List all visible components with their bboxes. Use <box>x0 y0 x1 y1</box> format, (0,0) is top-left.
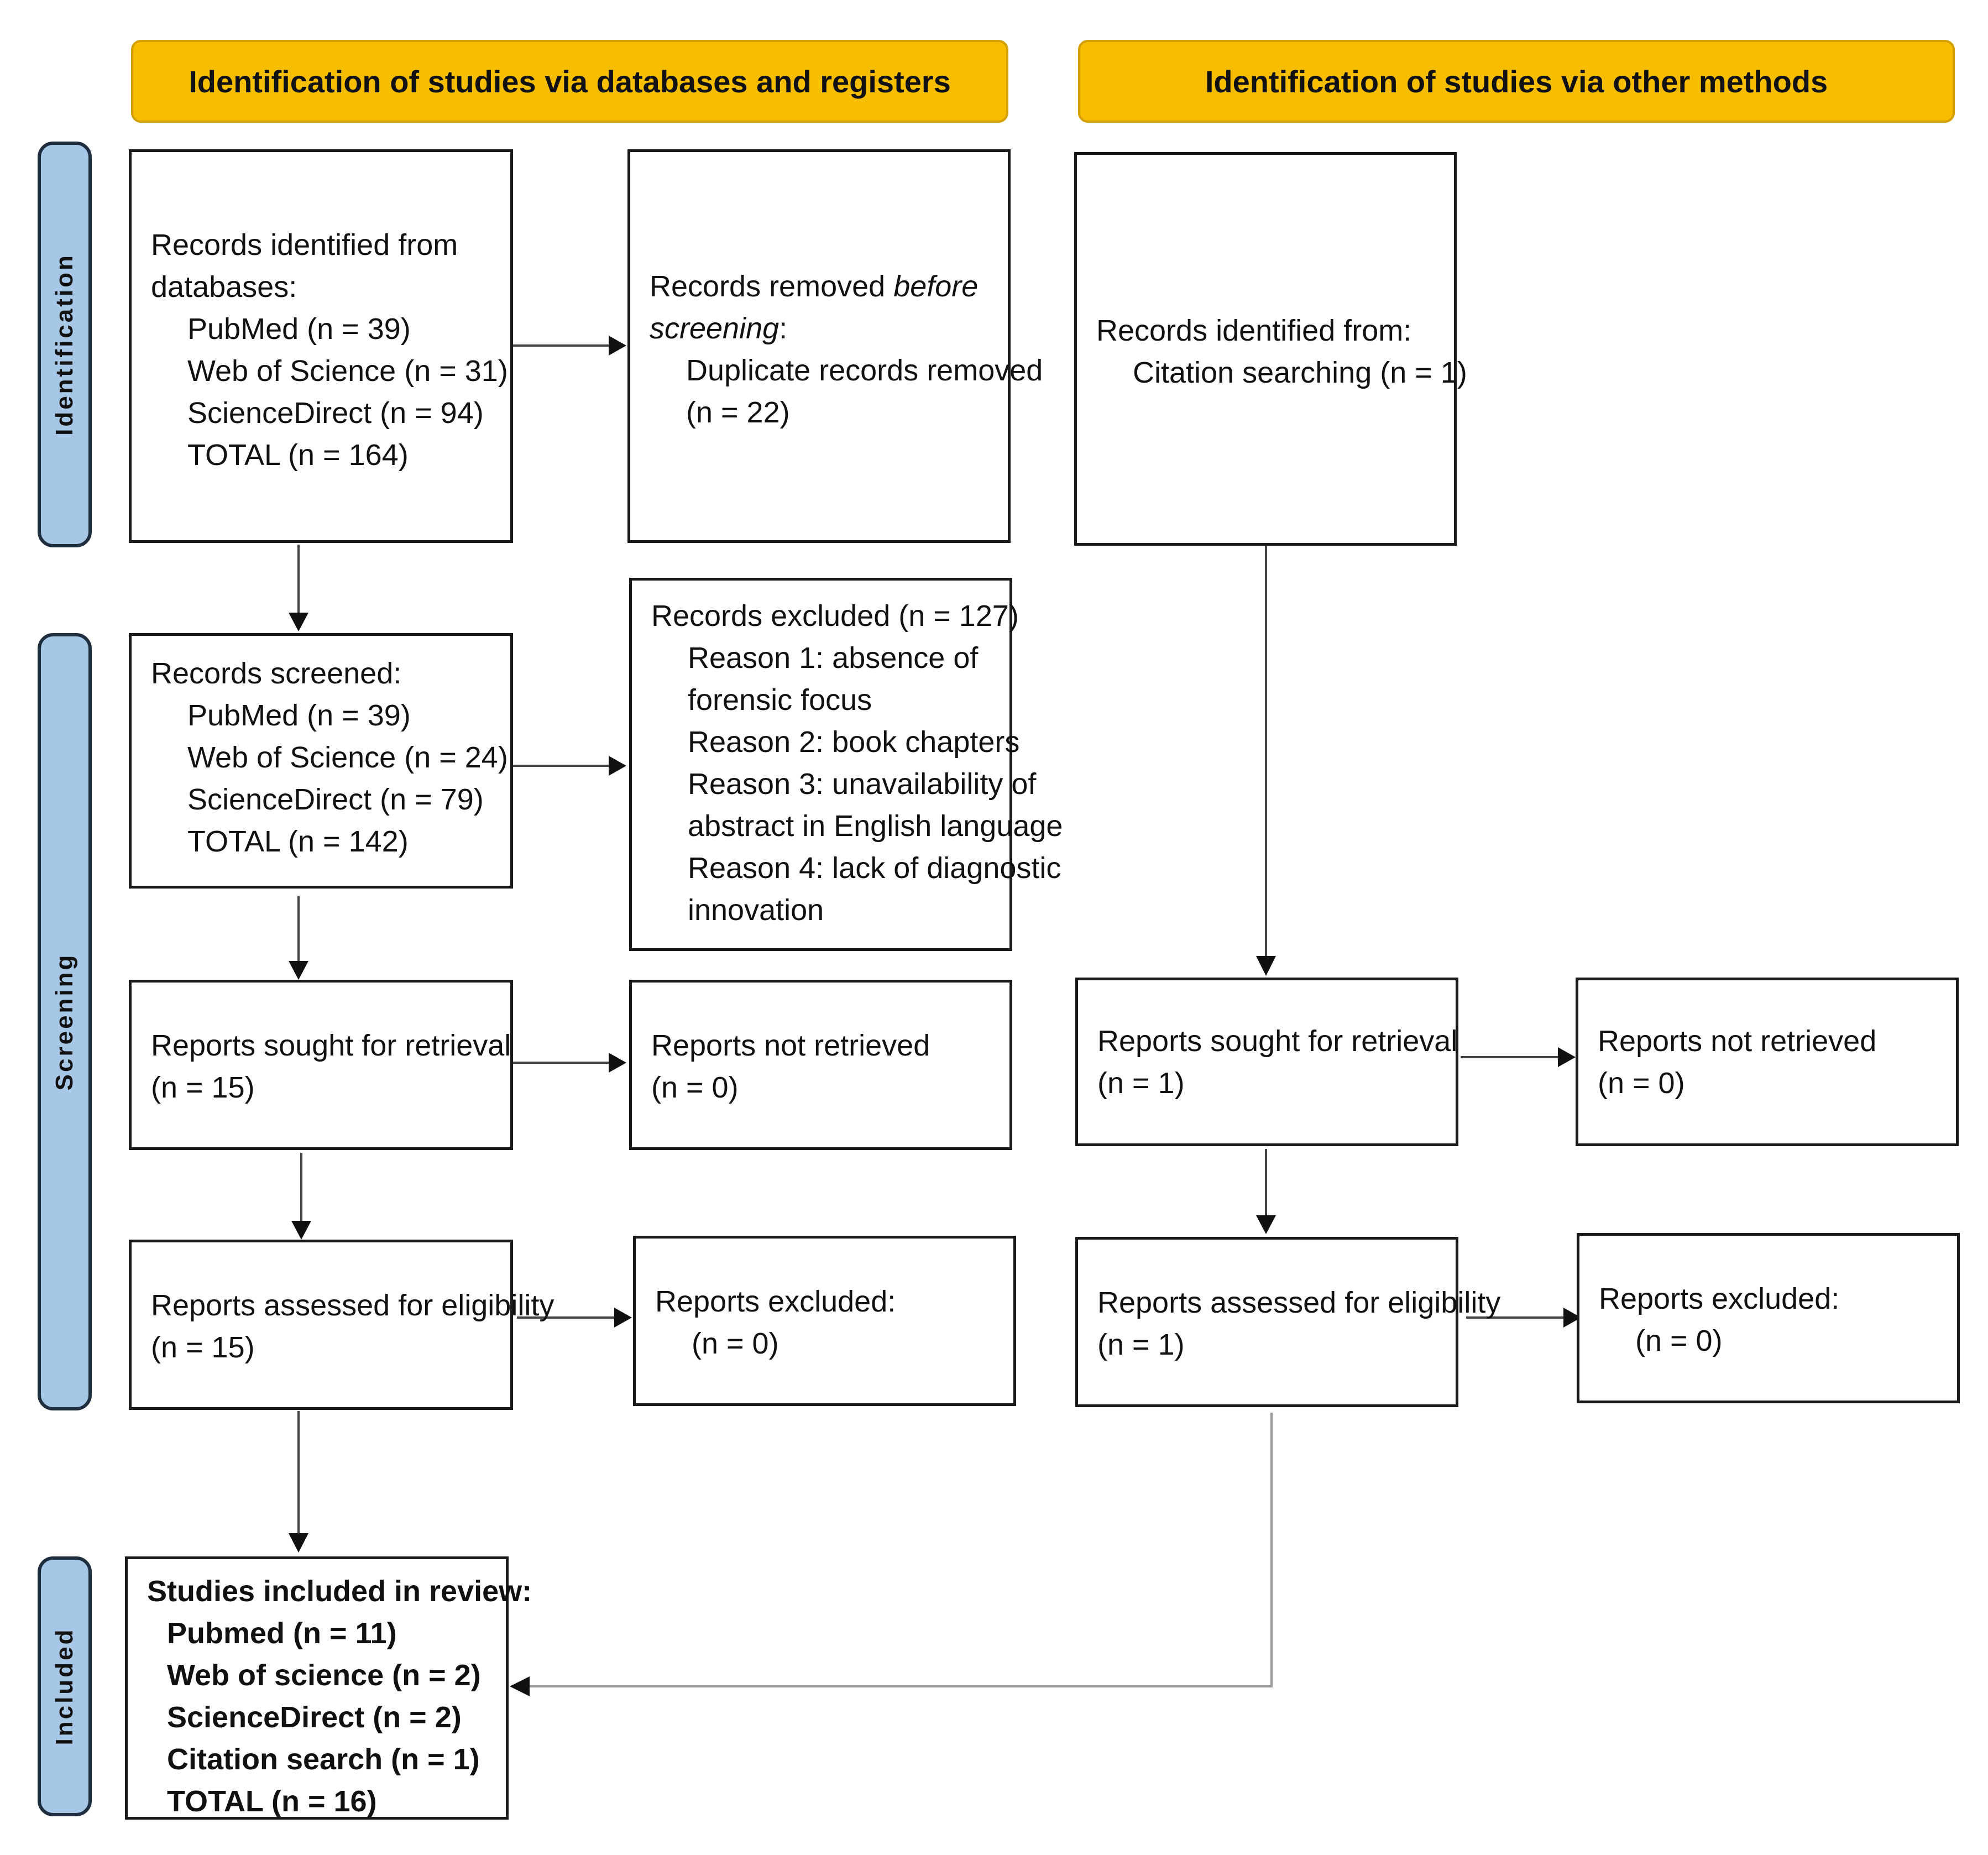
arrowhead-not-retrieved <box>609 1053 626 1073</box>
excluded-reason1-line2: forensic focus <box>688 683 872 717</box>
screened-item-wos: Web of Science (n = 24) <box>187 741 508 774</box>
sought-title: Reports sought for retrieval <box>151 1029 511 1062</box>
arrowhead-included <box>289 1533 308 1553</box>
header-other-methods: Identification of studies via other meth… <box>1078 40 1955 123</box>
identified-title-line1: Records identified from <box>151 228 458 262</box>
excluded-reason3-line1: Reason 3: unavailability of <box>688 767 1037 801</box>
assessed-count: (n = 15) <box>151 1331 255 1364</box>
other-reports-excluded-title: Reports excluded: <box>1599 1282 1840 1315</box>
studies-included-box: Studies included in review: Pubmed (n = … <box>125 1556 532 1820</box>
identified-item-wos: Web of Science (n = 31) <box>187 354 508 388</box>
removed-title-prefix: Records removed <box>650 270 894 303</box>
included-item-wos: Web of science (n = 2) <box>167 1659 481 1692</box>
screened-item-pubmed: PubMed (n = 39) <box>187 699 411 732</box>
removed-item-count: (n = 22) <box>686 396 790 429</box>
not-retrieved-title: Reports not retrieved <box>651 1029 930 1062</box>
other-not-retrieved-count: (n = 0) <box>1598 1067 1685 1100</box>
other-assessed-count: (n = 1) <box>1097 1328 1185 1361</box>
identified-item-pubmed: PubMed (n = 39) <box>187 312 411 346</box>
reports-sought-box: Reports sought for retrieval (n = 15) <box>129 980 513 1150</box>
other-reports-sought-box: Reports sought for retrieval (n = 1) <box>1075 978 1458 1146</box>
records-removed-box: Records removed before screening: Duplic… <box>627 149 1043 543</box>
other-reports-assessed-box: Reports assessed for eligibility (n = 1) <box>1075 1237 1501 1407</box>
reports-excluded-title: Reports excluded: <box>655 1285 896 1318</box>
header-databases-registers: Identification of studies via databases … <box>131 40 1008 123</box>
removed-title-emph: before <box>893 270 979 303</box>
arrowhead-other-reports-excluded <box>1563 1308 1581 1328</box>
other-identified-item: Citation searching (n = 1) <box>1133 356 1467 389</box>
phase-screening: Screening <box>38 633 92 1410</box>
header-databases-label: Identification of studies via databases … <box>189 64 951 99</box>
other-not-retrieved-title: Reports not retrieved <box>1598 1025 1877 1058</box>
not-retrieved-count: (n = 0) <box>651 1071 739 1104</box>
identified-item-total: TOTAL (n = 164) <box>187 438 409 472</box>
included-item-sciencedirect: ScienceDirect (n = 2) <box>167 1701 462 1734</box>
excluded-reason3-line2: abstract in English language <box>688 809 1063 843</box>
records-identified-databases-box: Records identified from databases: PubMe… <box>129 149 513 543</box>
screened-item-sciencedirect: ScienceDirect (n = 79) <box>187 783 484 816</box>
arrowhead-reports-excluded <box>614 1308 632 1328</box>
reports-excluded-count: (n = 0) <box>692 1327 779 1360</box>
excluded-reason1-line1: Reason 1: absence of <box>688 641 979 675</box>
other-sought-title: Reports sought for retrieval <box>1097 1025 1458 1058</box>
assessed-title: Reports assessed for eligibility <box>151 1289 554 1322</box>
screened-item-total: TOTAL (n = 142) <box>187 825 409 858</box>
removed-line2-emph: screening <box>650 312 779 345</box>
connector-other-assessed-to-included <box>528 1413 1273 1687</box>
sought-count: (n = 15) <box>151 1071 255 1104</box>
other-records-identified-box: Records identified from: Citation search… <box>1074 152 1467 546</box>
reports-excluded-box: Reports excluded: (n = 0) <box>633 1236 1016 1406</box>
included-item-pubmed: Pubmed (n = 11) <box>167 1617 397 1650</box>
excluded-reason4-line1: Reason 4: lack of diagnostic <box>688 851 1061 885</box>
excluded-reason2: Reason 2: book chapters <box>688 725 1020 759</box>
arrowhead-other-sought <box>1256 956 1276 976</box>
other-reports-not-retrieved-box: Reports not retrieved (n = 0) <box>1576 978 1959 1146</box>
removed-line2-suffix: : <box>779 312 788 345</box>
screened-title: Records screened: <box>151 657 402 690</box>
phase-identification: Identification <box>38 142 92 547</box>
other-assessed-title: Reports assessed for eligibility <box>1097 1286 1501 1319</box>
arrowhead-other-not-retrieved <box>1558 1047 1576 1067</box>
records-excluded-box: Records excluded (n = 127) Reason 1: abs… <box>629 578 1063 951</box>
records-screened-box: Records screened: PubMed (n = 39) Web of… <box>129 633 513 889</box>
arrowhead-assessed <box>291 1221 311 1240</box>
removed-title-line1: Records removed before <box>650 265 1008 307</box>
header-other-label: Identification of studies via other meth… <box>1205 64 1828 99</box>
reports-assessed-box: Reports assessed for eligibility (n = 15… <box>129 1240 554 1410</box>
removed-item-duplicates: Duplicate records removed <box>686 354 1043 387</box>
included-item-citation: Citation search (n = 1) <box>167 1743 480 1776</box>
arrowhead-sought <box>289 961 308 980</box>
arrowhead-screened <box>289 613 308 631</box>
arrowhead-removed <box>609 336 626 356</box>
other-reports-excluded-count: (n = 0) <box>1635 1324 1723 1357</box>
arrowhead-excluded <box>609 756 626 776</box>
phase-included: Included <box>38 1556 92 1816</box>
identified-title-line2: databases: <box>151 270 297 304</box>
excluded-reason4-line2: innovation <box>688 893 824 927</box>
arrowhead-other-assessed <box>1256 1215 1276 1234</box>
other-sought-count: (n = 1) <box>1097 1067 1185 1100</box>
included-item-total: TOTAL (n = 16) <box>167 1785 377 1818</box>
arrowhead-other-included <box>510 1676 530 1696</box>
other-identified-title: Records identified from: <box>1096 314 1412 347</box>
excluded-title: Records excluded (n = 127) <box>651 599 1019 633</box>
other-reports-excluded-box: Reports excluded: (n = 0) <box>1577 1233 1960 1403</box>
reports-not-retrieved-box: Reports not retrieved (n = 0) <box>629 980 1012 1150</box>
removed-title-line2: screening: <box>650 307 1008 349</box>
included-title: Studies included in review: <box>147 1575 532 1608</box>
identified-item-sciencedirect: ScienceDirect (n = 94) <box>187 396 484 430</box>
